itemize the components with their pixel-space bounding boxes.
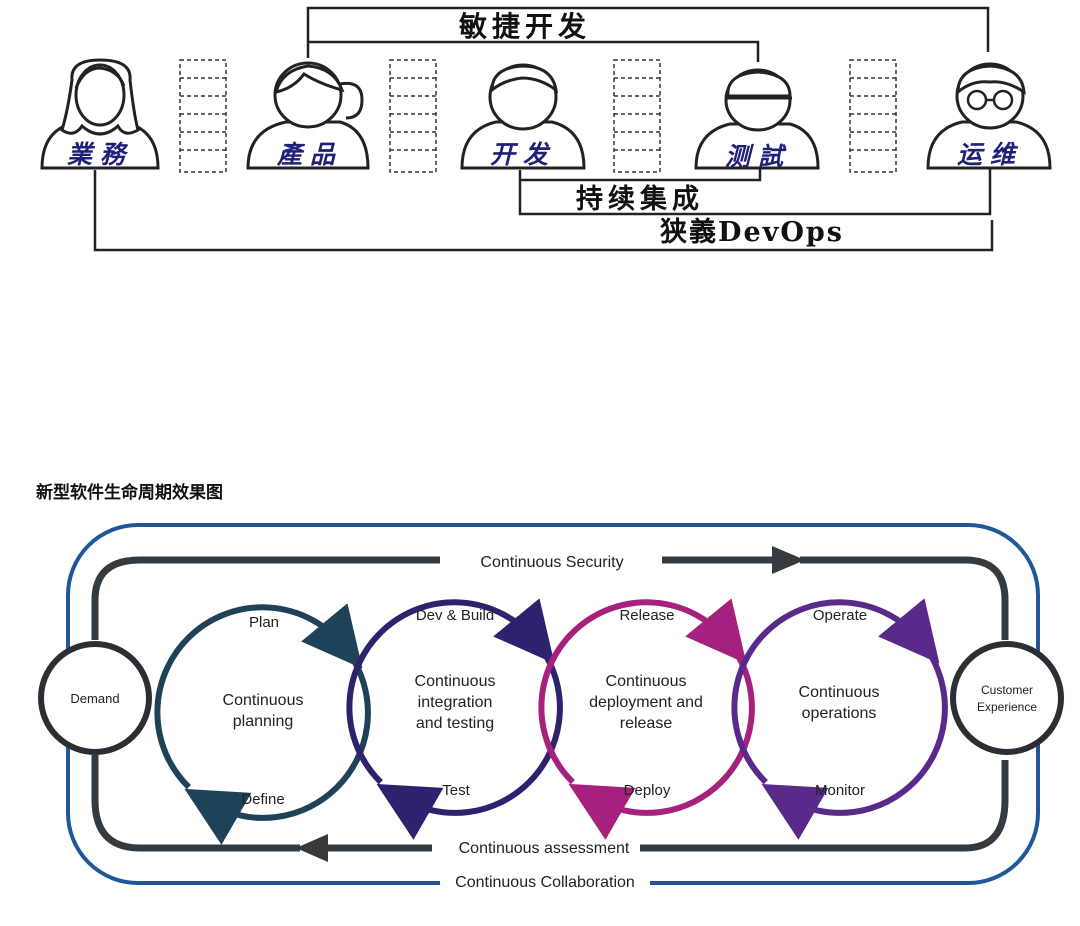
loop-deployment-bottom-label: Deploy bbox=[624, 782, 671, 799]
queue-1 bbox=[179, 59, 227, 173]
ci-inner-line bbox=[520, 168, 762, 182]
loop-integration-title-1: Continuous bbox=[415, 673, 496, 690]
loop-operations-title-1: Continuous bbox=[799, 684, 880, 701]
demand-node bbox=[38, 641, 152, 755]
loop-integration-top-label: Dev & Build bbox=[416, 607, 494, 624]
loop-operations-top-label: Operate bbox=[813, 607, 867, 624]
security-arrow-head bbox=[772, 546, 805, 574]
loop-operations-bottom-label: Monitor bbox=[815, 782, 865, 799]
developer-person-icon bbox=[460, 63, 586, 170]
role-product: 產品 bbox=[276, 140, 343, 169]
loop-operations-title-2: operations bbox=[802, 705, 877, 722]
collaboration-frame bbox=[66, 523, 1040, 885]
loop-deployment-ring-lower bbox=[568, 654, 755, 840]
role-developer: 开发 bbox=[490, 140, 556, 169]
assessment-arrow-head bbox=[296, 834, 328, 862]
customer-node bbox=[950, 641, 1064, 755]
loop-planning-ring bbox=[154, 603, 363, 790]
role-ops: 运维 bbox=[957, 140, 1023, 169]
loop-operations-ring bbox=[731, 598, 940, 785]
loop-operations bbox=[731, 598, 948, 840]
lifecycle-diagram: Continuous Security Continuous assessmen… bbox=[38, 523, 1064, 892]
collaboration-label: Continuous Collaboration bbox=[455, 874, 635, 891]
loop-integration-title-2: integration bbox=[418, 694, 493, 711]
loop-integration-ring bbox=[346, 598, 555, 785]
loop-planning-bottom-label: Define bbox=[241, 791, 284, 808]
demand-label: Demand bbox=[70, 691, 119, 706]
loop-planning-title-1: Continuous bbox=[223, 692, 304, 709]
loop-planning bbox=[154, 603, 371, 845]
ops-person-icon bbox=[926, 62, 1052, 170]
loop-planning-title-2: planning bbox=[233, 713, 294, 730]
devops-label: 狭義DevOps bbox=[659, 216, 844, 248]
customer-label-line2: Experience bbox=[977, 700, 1037, 714]
loop-deployment-title-1: Continuous bbox=[606, 673, 687, 690]
agile-label: 敏捷开发 bbox=[458, 10, 591, 43]
loop-integration-title-3: and testing bbox=[416, 715, 494, 732]
assessment-track bbox=[91, 755, 1009, 852]
security-label: Continuous Security bbox=[480, 554, 623, 571]
loop-deployment-title-3: release bbox=[620, 715, 673, 732]
assessment-label: Continuous assessment bbox=[459, 840, 630, 857]
business-person-icon bbox=[40, 58, 160, 170]
role-tester: 测試 bbox=[725, 142, 791, 171]
loop-deployment-ring bbox=[538, 598, 747, 785]
loop-planning-ring-lower bbox=[184, 659, 371, 845]
queue-4 bbox=[849, 59, 897, 173]
loop-integration-ring-lower bbox=[376, 654, 563, 840]
loop-planning-top-label: Plan bbox=[249, 614, 279, 631]
loop-operations-ring-lower bbox=[761, 654, 948, 840]
product-person-icon bbox=[246, 61, 370, 170]
ci-bracket bbox=[518, 160, 992, 216]
customer-label-line1: Customer bbox=[981, 683, 1033, 697]
top-devops-scope-diagram: 敏捷开发 持续集成 狭義DevOps bbox=[40, 6, 1052, 252]
queue-3 bbox=[613, 59, 661, 173]
loop-deployment-title-2: deployment and bbox=[589, 694, 703, 711]
loop-integration-bottom-label: Test bbox=[442, 782, 470, 799]
agile-inner-bracket bbox=[308, 40, 760, 62]
loop-deployment bbox=[538, 598, 755, 840]
security-track bbox=[91, 556, 1009, 640]
role-business: 業務 bbox=[67, 140, 133, 169]
devops-bracket bbox=[93, 170, 994, 252]
loop-deployment-top-label: Release bbox=[619, 607, 674, 624]
ci-label: 持续集成 bbox=[576, 183, 704, 215]
lifecycle-caption: 新型软件生命周期效果图 bbox=[36, 482, 223, 503]
tester-person-icon bbox=[694, 68, 820, 170]
loop-integration bbox=[346, 598, 563, 840]
agile-bracket bbox=[306, 6, 990, 58]
queue-2 bbox=[389, 59, 437, 173]
